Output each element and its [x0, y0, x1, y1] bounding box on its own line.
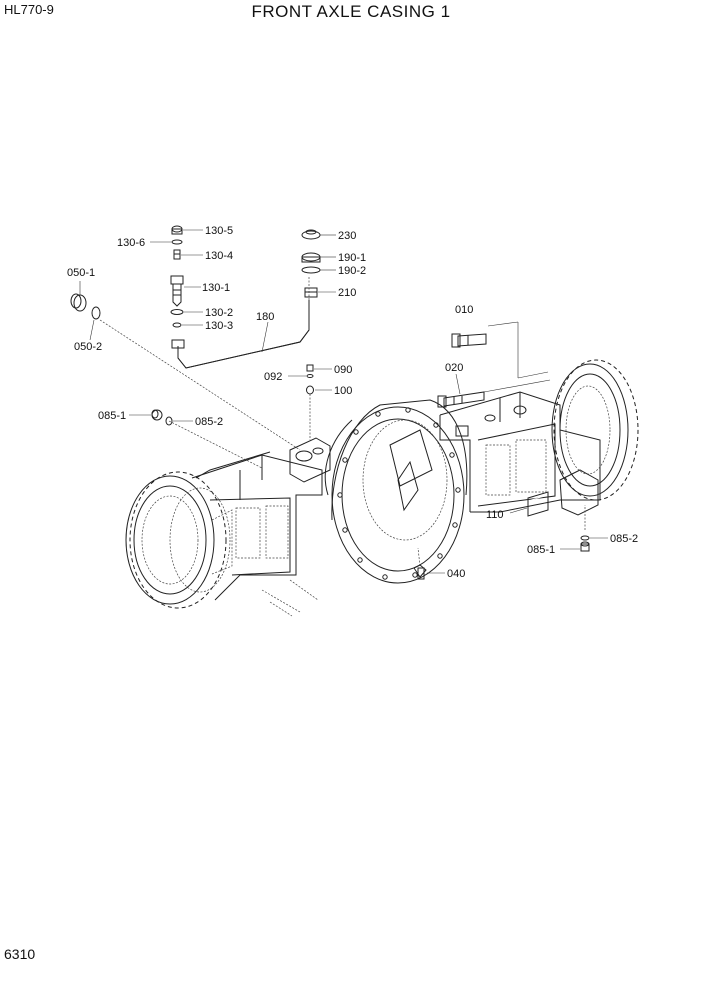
- label-050-2: 050-2: [74, 341, 102, 353]
- label-050-1: 050-1: [67, 267, 95, 279]
- part-020-bolt-glyph: [437, 391, 485, 408]
- part-130-1-glyph: [170, 275, 184, 307]
- label-092: 092: [264, 371, 282, 383]
- callout-labels: 130-5 130-6 130-4 130-1 130-2 130-3 050-…: [67, 225, 638, 580]
- axle-housing: [125, 359, 639, 617]
- label-010: 010: [455, 304, 473, 316]
- left-arm: [191, 451, 323, 601]
- part-130-2-glyph: [170, 309, 184, 315]
- label-130-4: 130-4: [205, 250, 233, 262]
- part-230-glyph: [301, 229, 321, 240]
- label-040: 040: [447, 568, 465, 580]
- part-010-bolt-glyph: [451, 333, 487, 348]
- part-100-glyph: [306, 385, 314, 395]
- label-085-1-right: 085-1: [527, 544, 555, 556]
- label-085-2-right: 085-2: [610, 533, 638, 545]
- model-code: HL770-9: [4, 2, 54, 17]
- label-110: 110: [486, 509, 504, 521]
- label-100: 100: [334, 385, 352, 397]
- part-190-2-glyph: [301, 266, 321, 274]
- part-090-glyph: [306, 364, 314, 378]
- right-hub-flange: [551, 359, 639, 516]
- part-085-1-left-glyph: [151, 409, 163, 421]
- part-085-2-left-glyph: [165, 416, 173, 426]
- page-number: 6310: [4, 946, 36, 962]
- left-hub-flange: [125, 471, 231, 609]
- label-190-2: 190-2: [338, 265, 366, 277]
- label-230: 230: [338, 230, 356, 242]
- label-190-1: 190-1: [338, 252, 366, 264]
- label-130-2: 130-2: [205, 307, 233, 319]
- right-arm: [439, 391, 601, 513]
- part-085-2-right-glyph: [580, 535, 590, 541]
- label-085-2-left: 085-2: [195, 416, 223, 428]
- label-130-5: 130-5: [205, 225, 233, 237]
- part-180-pipe-glyph: [171, 300, 310, 369]
- part-130-5-glyph: [171, 225, 183, 235]
- part-130-6-glyph: [171, 239, 183, 245]
- leader-lines: [79, 229, 608, 574]
- part-110-plate-glyph: [527, 491, 549, 517]
- bolt-circle: [337, 407, 461, 580]
- label-180: 180: [256, 311, 274, 323]
- part-130-3-glyph: [172, 322, 182, 328]
- part-050-1-glyph: [70, 293, 87, 312]
- part-085-1-right-glyph: [580, 541, 590, 552]
- label-090: 090: [334, 364, 352, 376]
- label-210: 210: [338, 287, 356, 299]
- page-title: FRONT AXLE CASING 1: [251, 2, 451, 21]
- part-050-2-glyph: [91, 306, 101, 320]
- label-130-6: 130-6: [117, 237, 145, 249]
- part-190-1-glyph: [301, 252, 321, 263]
- label-130-3: 130-3: [205, 320, 233, 332]
- label-085-1-left: 085-1: [98, 410, 126, 422]
- part-040-plug-glyph: [413, 564, 427, 580]
- part-130-4-glyph: [173, 249, 181, 260]
- label-130-1: 130-1: [202, 282, 230, 294]
- label-020: 020: [445, 362, 463, 374]
- part-210-glyph: [304, 287, 318, 298]
- center-housing: [289, 399, 468, 584]
